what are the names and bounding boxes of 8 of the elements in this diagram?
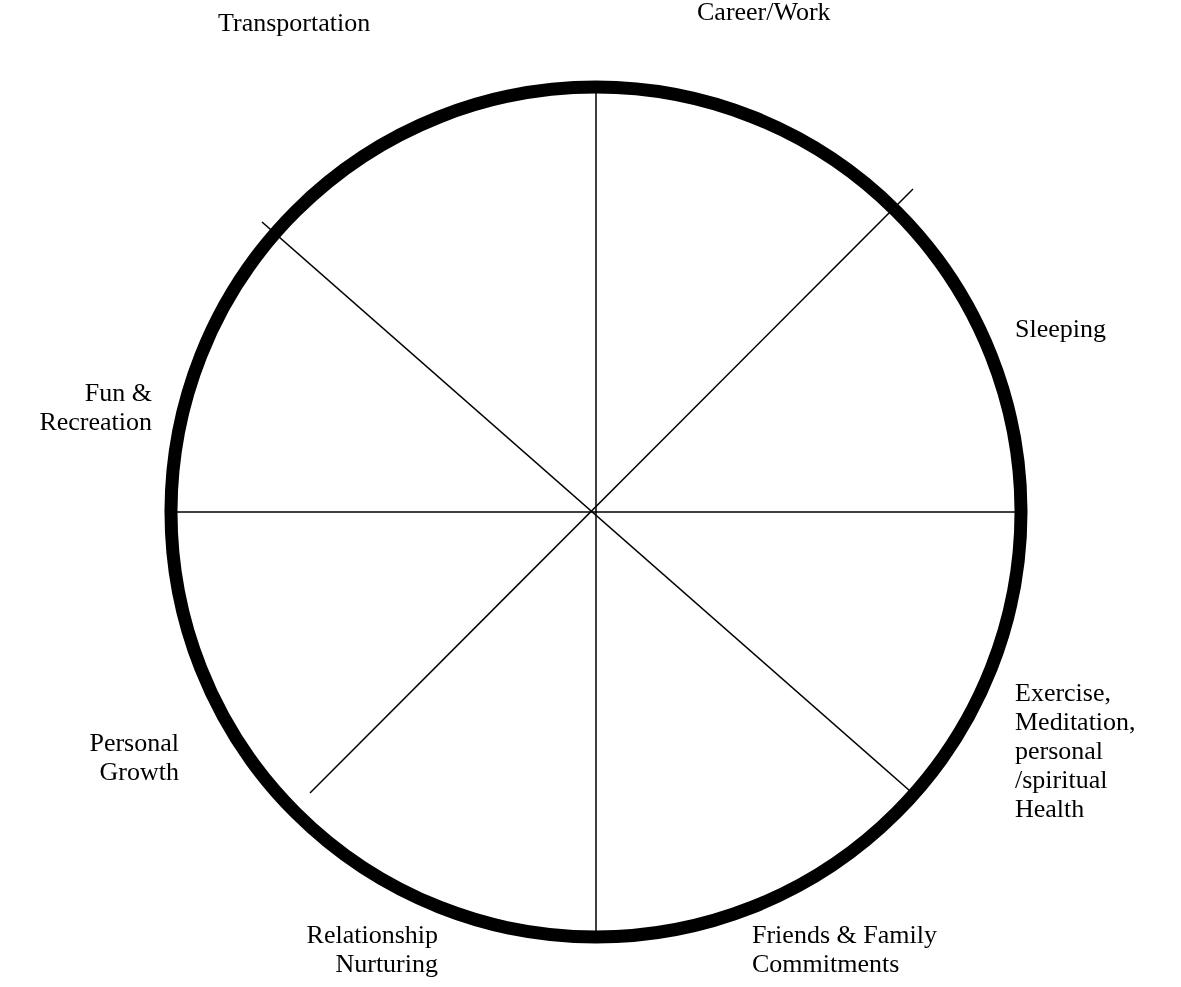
segment-label: Fun & Recreation [38, 378, 152, 436]
segment-label: Career/Work [697, 0, 832, 26]
segment-label: Exercise, Meditation, personal /spiritual Health [1015, 678, 1137, 823]
segment-label: Relationship Nurturing [305, 920, 438, 978]
segment-label: Transportation [218, 8, 372, 37]
segment-label: Sleeping [1015, 314, 1107, 343]
segment-label: Personal Growth [88, 728, 179, 786]
segment-label: Friends & Family Commitments [752, 920, 938, 978]
